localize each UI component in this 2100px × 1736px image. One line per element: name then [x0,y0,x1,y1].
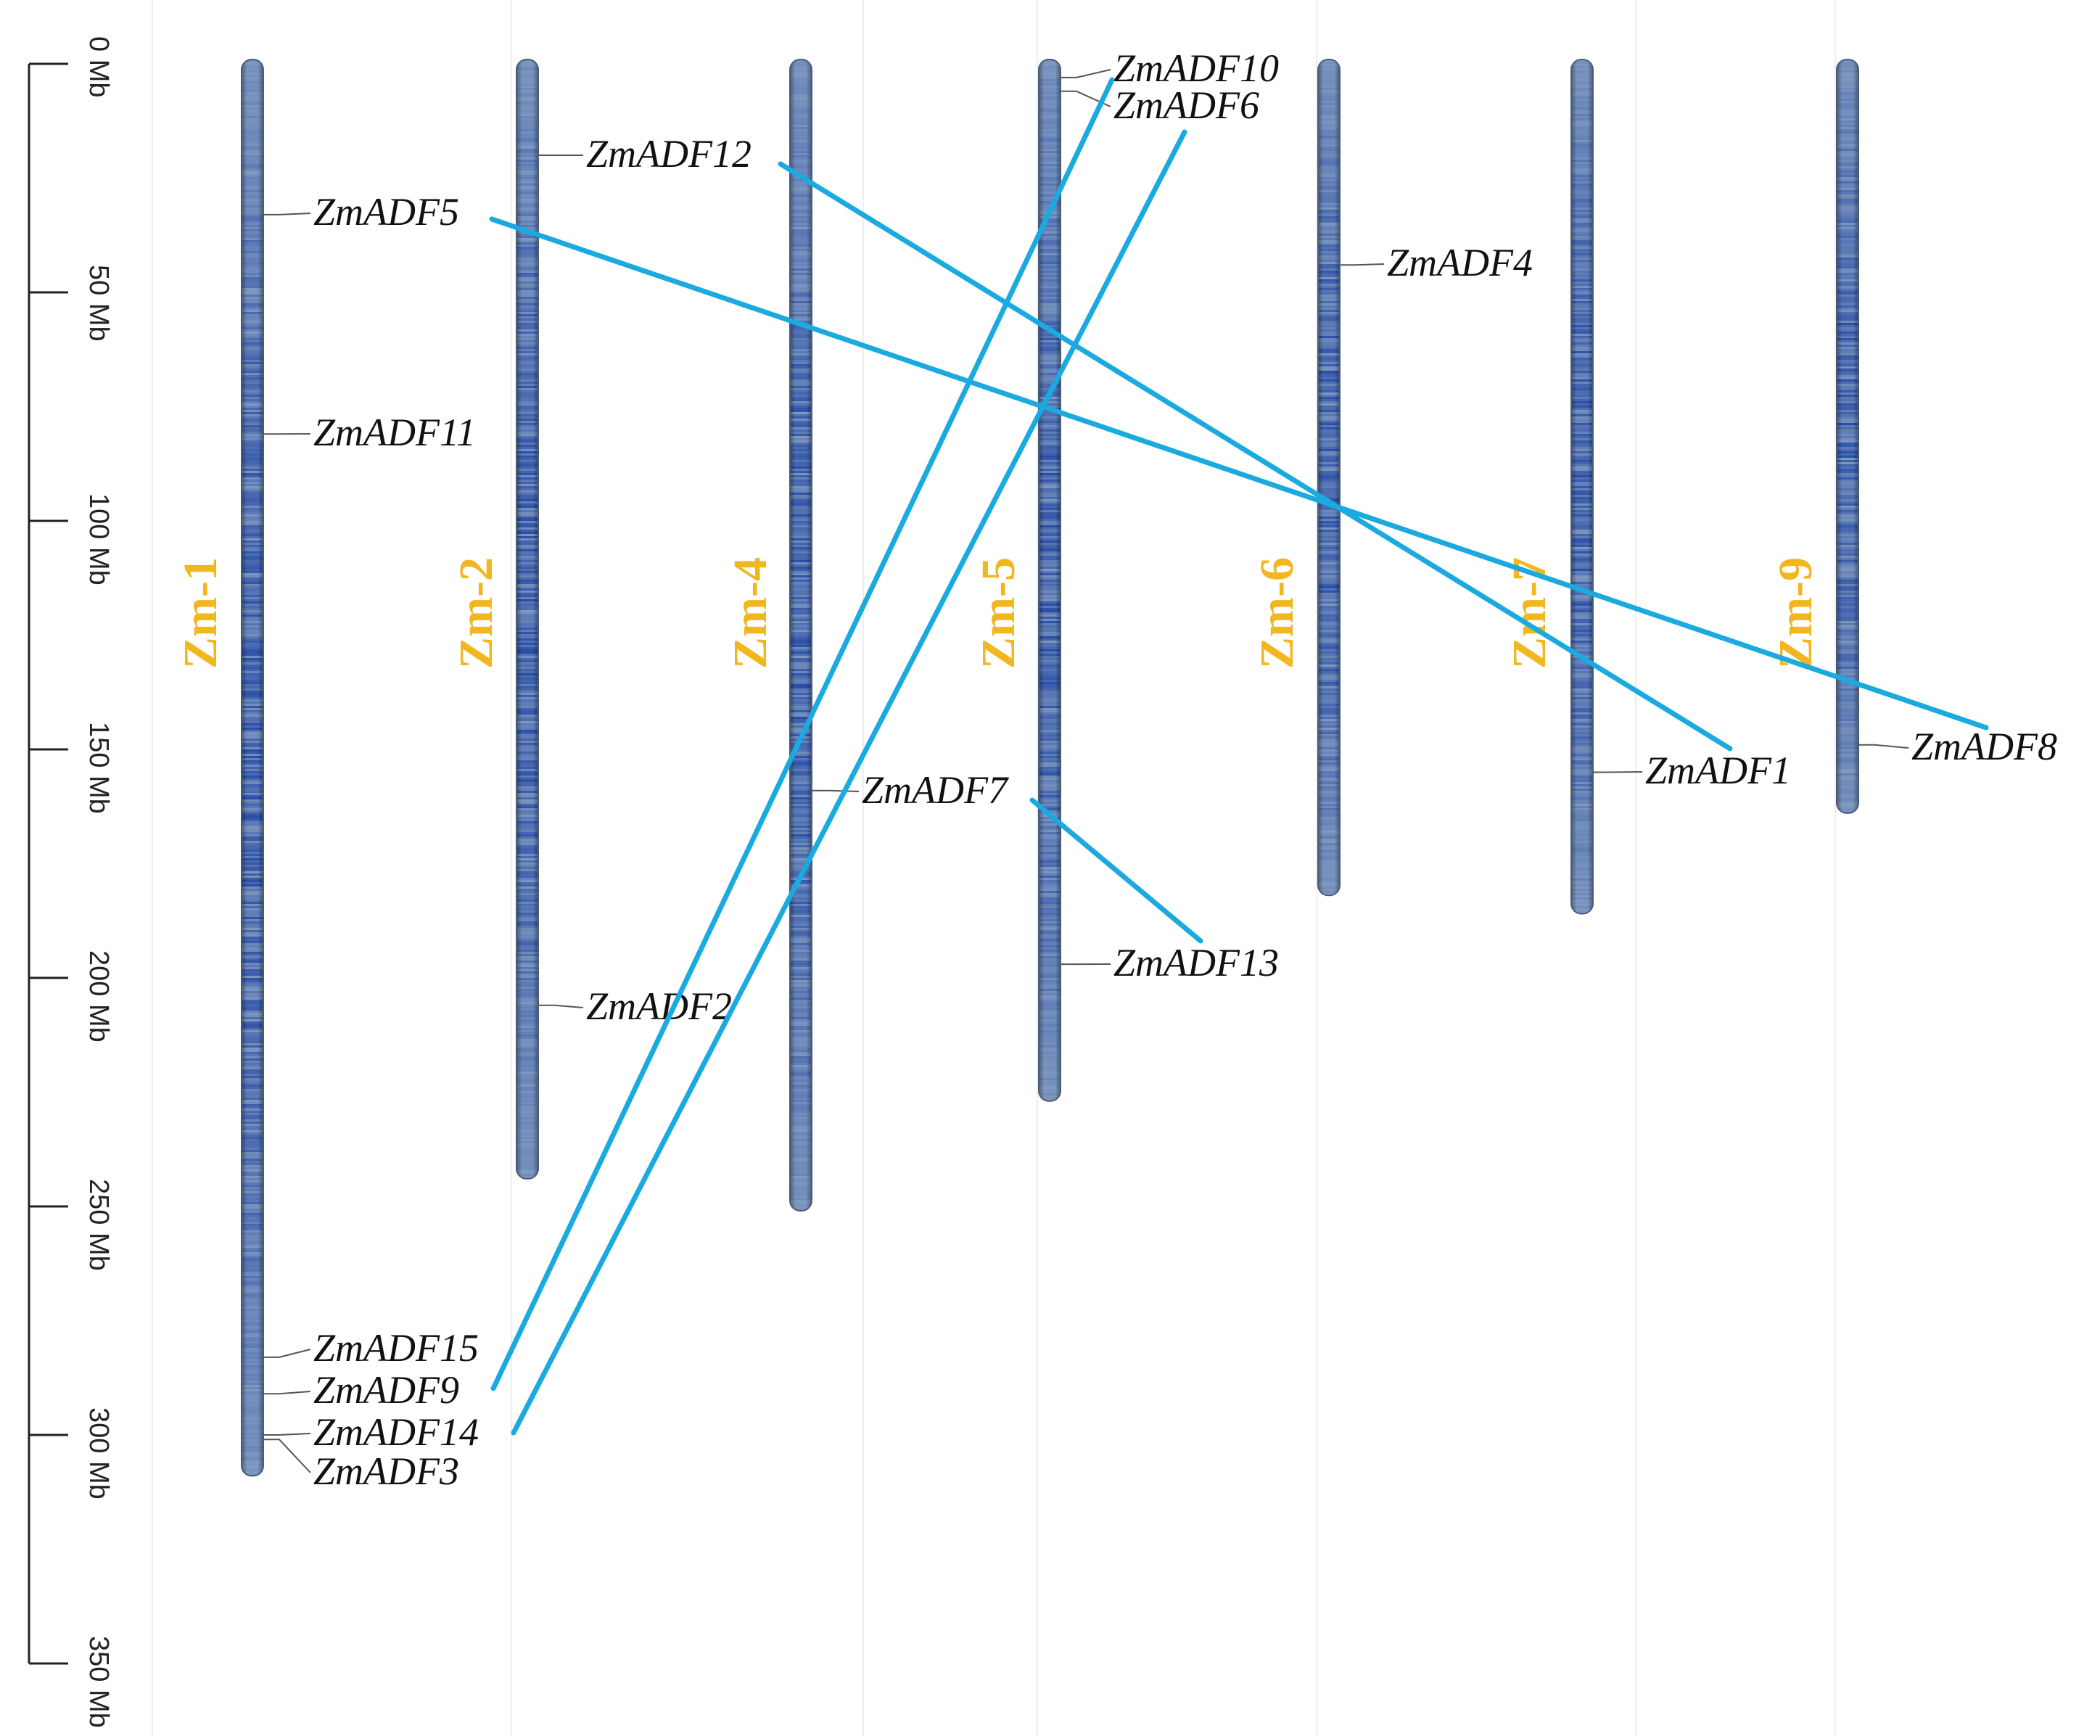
gene-label-zmadf6: ZmADF6 [1113,83,1259,127]
duplication-link-zmadf5-zmadf8 [489,216,1989,731]
background-guides [152,0,1836,1736]
gene-label-zmadf2: ZmADF2 [586,984,732,1028]
gene-label-zmadf9: ZmADF9 [313,1368,459,1412]
gene-label-zmadf14: ZmADF14 [313,1410,479,1454]
scale-tick-label: 350 Mb [83,1636,114,1728]
gene-label-zmadf15: ZmADF15 [313,1326,479,1370]
chromosome-label: Zm-2 [450,557,503,669]
gene-label-zmadf4: ZmADF4 [1387,241,1533,284]
scale-tick-label: 250 Mb [83,1179,114,1271]
chromosome-label: Zm-1 [174,557,227,669]
gene-label-zmadf7: ZmADF7 [862,768,1009,812]
chromosome-zm-5: Zm-5 [972,59,1061,1102]
gene-leader [263,1391,311,1395]
gene-leader [263,1439,311,1473]
scale-tick-label: 100 Mb [83,493,114,585]
scale-tick-label: 0 Mb [83,36,114,97]
duplication-links [489,77,1989,1436]
gene-label-zmadf5: ZmADF5 [313,190,459,234]
chromosome-label: Zm-4 [724,557,777,669]
scale-bar: 0 Mb 50 Mb 100 Mb 150 Mb 200 Mb 250 Mb 300 Mb 3… [28,36,114,1728]
gene-leader [263,213,311,215]
gene-leader [538,1004,584,1008]
scale-tick-label: 50 Mb [83,265,114,342]
gene-leader [1593,771,1643,773]
gene-leader [1858,744,1909,749]
gene-leader [1340,263,1385,266]
chromosome-zm-1: Zm-1 [174,59,264,1477]
duplication-link-zmadf10-zmadf9 [490,77,1115,1391]
gene-label-zmadf1: ZmADF1 [1645,749,1791,792]
gene-label-zmadf12: ZmADF12 [586,132,752,176]
duplication-link-zmadf6-zmadf14 [511,129,1187,1436]
chromosome-label: Zm-9 [1769,557,1822,669]
chromosome-label: Zm-5 [972,557,1025,669]
duplication-link-zmadf12-zmadf1 [778,161,1733,752]
scale-tick-label: 300 Mb [83,1407,114,1500]
chromosome-label: Zm-6 [1251,557,1304,669]
gene-label-zmadf13: ZmADF13 [1113,941,1279,984]
scale-tick-label: 150 Mb [83,722,114,814]
gene-leader [263,1433,311,1436]
chromosome-zm-6: Zm-6 [1251,59,1341,897]
chromosome-zm-4: Zm-4 [724,59,812,1212]
duplication-link-zmadf7-zmadf13 [1029,797,1203,944]
gene-leader [263,1349,311,1358]
scale-tick-label: 200 Mb [83,950,114,1042]
gene-label-zmadf11: ZmADF11 [313,411,476,454]
chromosome-zm-9: Zm-9 [1769,59,1859,814]
gene-label-zmadf10: ZmADF10 [1113,46,1279,90]
gene-leader [1061,69,1111,78]
gene-label-zmadf3: ZmADF3 [313,1449,459,1493]
gene-label-zmadf8: ZmADF8 [1911,725,2057,768]
chromosome-zm-7: Zm-7 [1503,59,1594,915]
chromosome-zm-2: Zm-2 [450,59,539,1180]
